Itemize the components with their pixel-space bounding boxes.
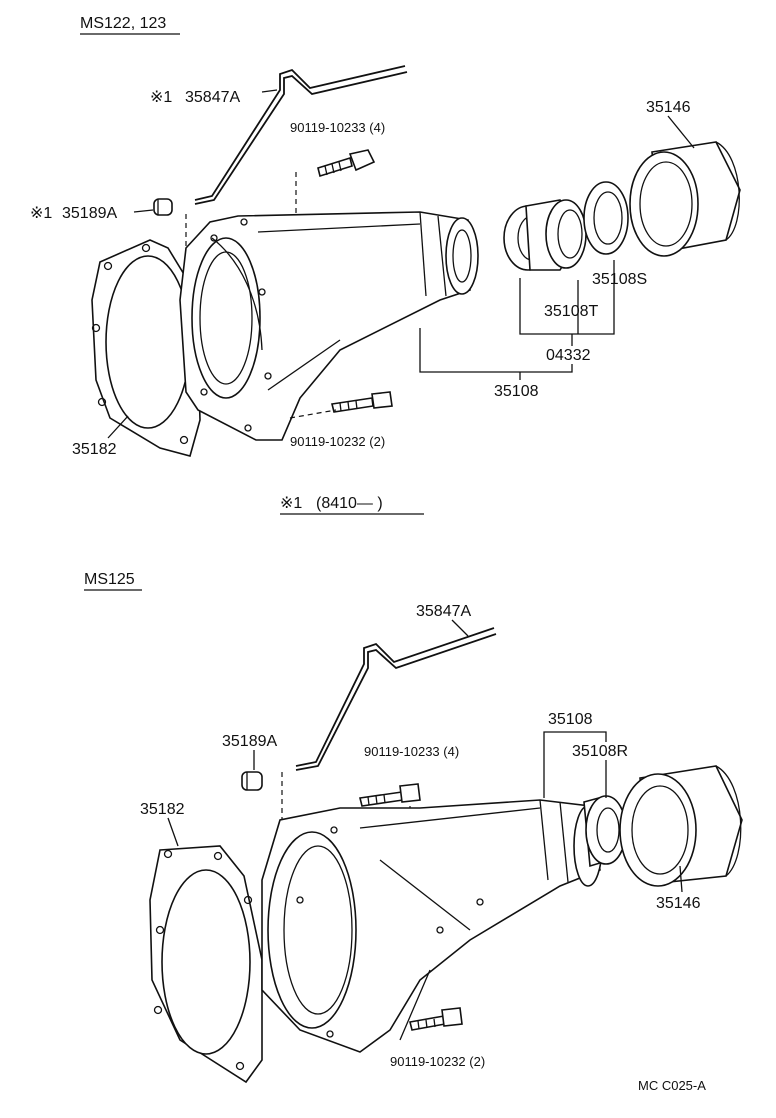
section-ms122-123: MS122, 123 ※1 35847A ※1 35189A: [30, 15, 741, 458]
bolt-long-bottom: [359, 783, 421, 807]
breather-plug-bottom: [241, 750, 263, 791]
part-number-35847a-top: 35847A: [185, 89, 240, 106]
breather-tube-top: [194, 65, 408, 205]
part-number-35189a-bottom: 35189A: [222, 733, 277, 750]
part-number-35108-top: 35108: [494, 383, 539, 400]
part-number-35108s-top: 35108S: [592, 271, 647, 288]
housing-bracket-top: [419, 328, 573, 380]
part-number-bolt-long-top: 90119-10233 (4): [290, 120, 385, 135]
part-number-35182-bottom: 35182: [140, 801, 185, 818]
marker-35847a-top: ※1: [150, 89, 172, 106]
leader-35847a-bottom: [451, 619, 469, 637]
part-number-35108-bottom: 35108: [548, 711, 593, 728]
leader-35182-bottom: [167, 817, 179, 847]
model-label-ms125: MS125: [84, 571, 135, 588]
oil-seal-t-top: [503, 199, 587, 271]
section-ms125: MS125 35847A 35189A 90119-10233 (4): [84, 571, 743, 1084]
leader-bolt-short-dashed-top: [289, 409, 337, 419]
part-number-35182-top: 35182: [72, 441, 117, 458]
breather-plug-top: [133, 198, 173, 216]
part-number-bolt-short-top: 90119-10232 (2): [290, 434, 385, 449]
part-number-bolt-long-bottom: 90119-10233 (4): [364, 744, 459, 759]
footnote-text: (8410— ): [316, 495, 383, 512]
callout-35189a-top: ※1 35189A: [30, 205, 117, 222]
bolt-short-top: [331, 391, 393, 413]
footnote-marker: ※1: [280, 495, 302, 512]
bolt-long-top: [317, 149, 376, 178]
figure-code: MC C025-A: [638, 1078, 706, 1093]
marker-35189a-top: ※1: [30, 205, 52, 222]
leader-35146-bottom: [679, 865, 683, 893]
oil-seal-s-top: [583, 181, 629, 255]
housing-bracket-bottom: [543, 731, 607, 798]
footnote: ※1 (8410— ): [280, 495, 424, 515]
gasket-top: [91, 239, 201, 457]
part-number-35847a-bottom: 35847A: [416, 603, 471, 620]
bolt-short-bottom: [409, 1007, 463, 1031]
model-label-ms122-123: MS122, 123: [80, 15, 166, 32]
part-number-35189a-top: 35189A: [62, 205, 117, 222]
part-number-35146-top: 35146: [646, 99, 691, 116]
part-number-35108t-top: 35108T: [544, 303, 598, 320]
gasket-bottom: [149, 845, 263, 1084]
dust-deflector-bottom: [619, 765, 743, 887]
callout-35847a-top: ※1 35847A: [150, 89, 240, 106]
breather-tube-bottom: [295, 627, 497, 771]
dust-deflector-top: [629, 141, 741, 257]
part-number-04332-top: 04332: [546, 347, 591, 364]
kit-bracket-top: [519, 260, 615, 346]
leader-35146-top: [667, 115, 695, 149]
extension-housing-top: [179, 211, 479, 441]
part-number-bolt-short-bottom: 90119-10232 (2): [390, 1054, 485, 1069]
part-number-35146-bottom: 35146: [656, 895, 701, 912]
extension-housing-bottom: [261, 799, 603, 1053]
part-number-35108r-bottom: 35108R: [572, 743, 628, 760]
